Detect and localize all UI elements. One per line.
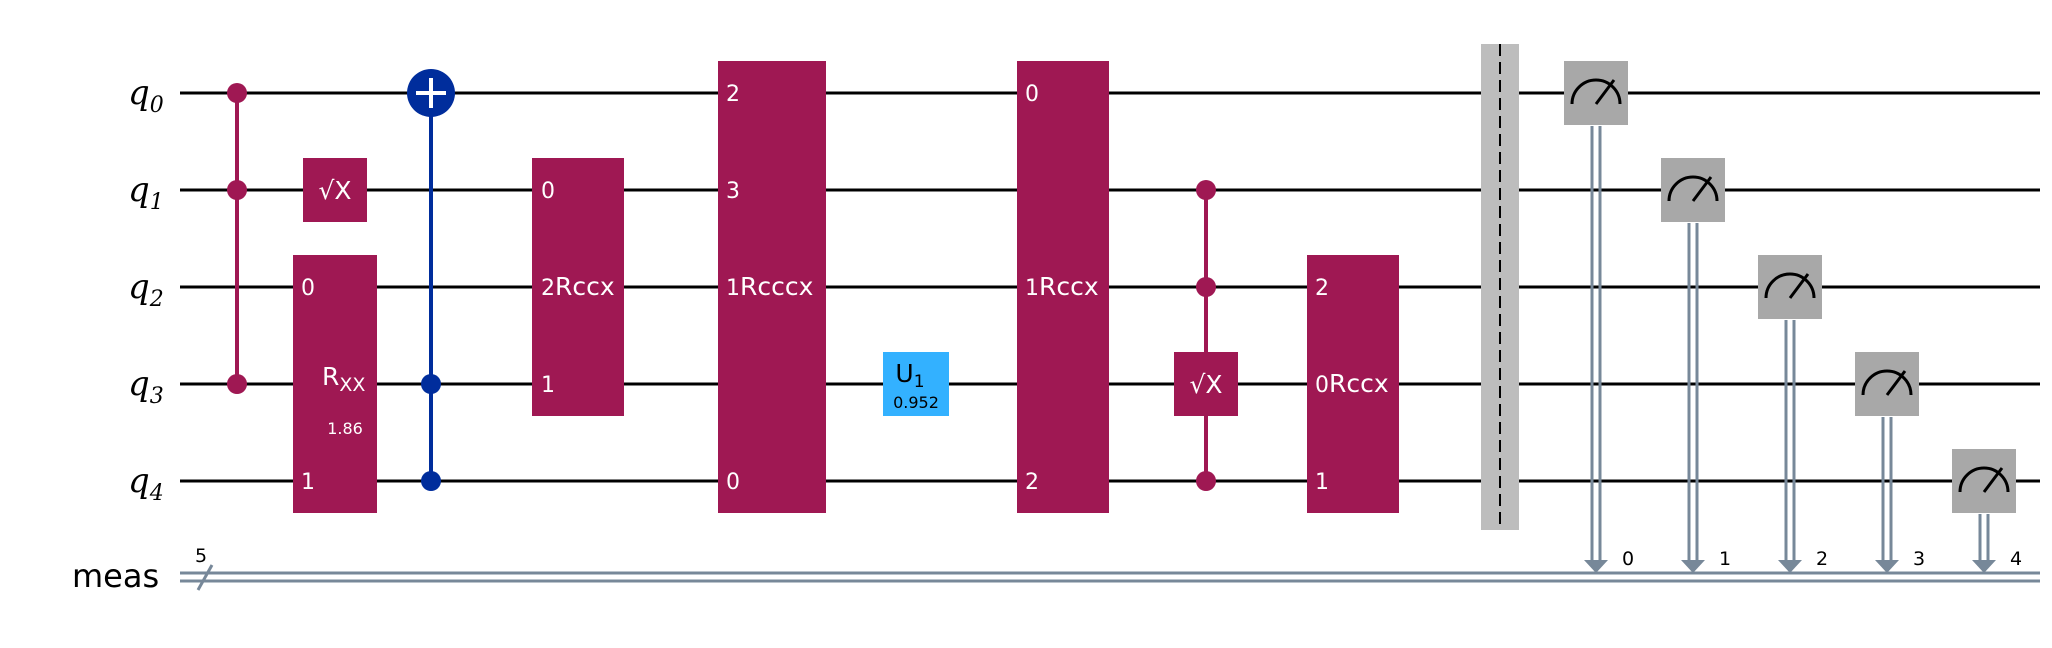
control-dot [1196, 277, 1216, 297]
classical-wire [180, 571, 2040, 583]
cx-gate[interactable] [407, 69, 455, 491]
measure-q0[interactable]: 0 [1564, 61, 1634, 573]
gate-label: √X [1189, 370, 1222, 399]
bit-index: 3 [1913, 548, 1925, 570]
gate-label: Rccx [1039, 272, 1099, 301]
qubit-label-q1: q1 [128, 170, 164, 215]
meter-icon [1958, 466, 2010, 493]
qubit-label-q4: q4 [128, 461, 164, 506]
bit-index: 0 [1622, 548, 1634, 570]
ccz-gate[interactable] [227, 83, 247, 394]
classical-label-meas: meas [72, 557, 159, 595]
rccx-gate-3[interactable]: 2 0 1 Rccx [1307, 255, 1399, 513]
port-label: 1 [1315, 470, 1329, 495]
control-dot [421, 471, 441, 491]
rxx-gate[interactable]: 0 1 RXX 1.86 [293, 255, 377, 513]
bit-index: 1 [1719, 548, 1731, 570]
port-label: 2 [541, 276, 555, 301]
control-dot [227, 83, 247, 103]
port-label: 0 [1315, 373, 1329, 398]
measure-q2[interactable]: 2 [1758, 255, 1828, 573]
meter-icon [1861, 369, 1913, 396]
meter-icon [1570, 78, 1622, 105]
rccx-gate-2[interactable]: 0 1 2 Rccx [1017, 61, 1109, 513]
barrier [1481, 44, 1519, 530]
port-label: 1 [726, 276, 740, 301]
qubit-wires [180, 91, 2040, 483]
measure-q1[interactable]: 1 [1661, 158, 1731, 573]
gate-label: RXX [322, 362, 365, 396]
meter-icon [1667, 175, 1719, 202]
port-label: 2 [726, 82, 740, 107]
measure-q4[interactable]: 4 [1952, 449, 2022, 573]
control-dot [227, 180, 247, 200]
port-label: 0 [726, 470, 740, 495]
u1-gate[interactable]: U1 0.952 [883, 352, 949, 416]
gate-label: Rcccx [740, 272, 813, 301]
port-label: 2 [1315, 276, 1329, 301]
gate-label: U1 [895, 359, 924, 392]
bit-index: 4 [2010, 548, 2022, 570]
gate-label: Rccx [1329, 369, 1389, 398]
port-label: 1 [1025, 276, 1039, 301]
control-dot [1196, 471, 1216, 491]
rccx-gate-1[interactable]: 0 2 1 Rccx [532, 158, 624, 416]
port-label: 0 [1025, 82, 1039, 107]
control-dot [227, 374, 247, 394]
port-label: 0 [541, 179, 555, 204]
port-label: 1 [541, 373, 555, 398]
control-dot [1196, 180, 1216, 200]
qubit-label-q2: q2 [128, 267, 164, 312]
port-label: 3 [726, 179, 740, 204]
control-dot [421, 374, 441, 394]
rcccx-gate[interactable]: 2 3 1 0 Rcccx [718, 61, 826, 513]
gate-label: √X [318, 176, 351, 205]
gate-label: Rccx [555, 272, 615, 301]
sx-gate-q1[interactable]: √X [303, 158, 367, 222]
gate-parameter: 0.952 [893, 393, 939, 412]
csx-gate[interactable]: √X [1174, 180, 1238, 491]
measure-q3[interactable]: 3 [1855, 352, 1925, 573]
port-label: 1 [301, 470, 315, 495]
port-label: 0 [301, 276, 315, 301]
bit-index: 2 [1816, 548, 1828, 570]
qubit-label-q3: q3 [128, 364, 164, 409]
qubit-labels: q0 q1 q2 q3 q4 meas [72, 73, 164, 595]
classical-register-size: 5 [195, 545, 207, 567]
gate-parameter: 1.86 [327, 419, 363, 438]
classical-bus-slash [196, 564, 214, 591]
meter-icon [1764, 272, 1816, 299]
qubit-label-q0: q0 [128, 73, 164, 118]
port-label: 2 [1025, 470, 1039, 495]
